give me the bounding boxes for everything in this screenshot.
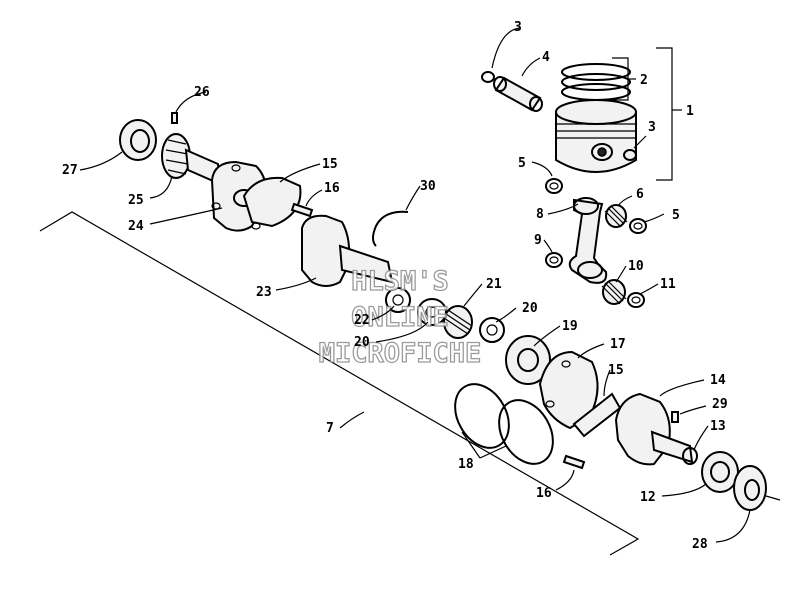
callout-leaders [79,27,751,543]
needle-bearing-small-end [604,204,628,228]
key-pin-26 [171,112,178,124]
crank-center-journal [301,214,394,287]
callout-5-right: 5 [672,208,680,223]
piston [555,99,637,173]
thrust-washer-20-right [479,317,505,343]
callout-29: 29 [712,397,728,412]
thrust-washer-small-end-left [545,178,563,194]
piston-ring-set [561,63,631,101]
callout-2: 2 [640,73,648,88]
callout-17: 17 [610,337,626,352]
callout-23: 23 [256,285,272,300]
oil-seal-left [119,119,157,161]
crankshaft-assembly-bracket [39,211,640,556]
crank-bolt-upper [290,202,314,218]
crank-seal-ring-18a [454,383,510,449]
callout-20-right: 20 [522,301,538,316]
callout-12: 12 [640,490,656,505]
callout-8: 8 [536,207,544,222]
needle-bearing-big-end [601,279,627,305]
callout-1: 1 [686,104,694,119]
callout-19: 19 [562,319,578,334]
callout-21: 21 [486,277,502,292]
callout-26: 26 [194,85,210,100]
callout-16-upper: 16 [324,181,340,196]
thrust-washer-small-end-right [629,218,647,234]
wrist-pin-circlip-lower [623,149,637,161]
callout-5-left: 5 [518,156,526,171]
callout-25: 25 [128,193,144,208]
callout-30: 30 [420,179,436,194]
needle-bearing-21 [443,305,473,339]
thrust-washer-22 [385,287,411,313]
callout-24: 24 [128,219,144,234]
callout-6: 6 [636,187,644,202]
callout-14: 14 [710,373,726,388]
wrist-pin [493,76,543,112]
wrist-pin-circlip-upper [481,71,495,83]
key-pin-29 [671,411,679,423]
callout-13: 13 [710,419,726,434]
callout-22: 22 [354,313,370,328]
callout-15-right: 15 [608,363,624,378]
watermark: HLSM'S ONLINE MICROFICHE [318,265,482,369]
crank-bolt-lower [562,454,586,470]
connecting-rod [568,197,608,284]
thrust-washer-big-end-right [627,292,645,308]
watermark-line-3: MICROFICHE [319,338,482,369]
callout-labels: 1 2 3 3 4 5 5 6 7 8 9 10 11 12 13 14 15 … [62,20,728,552]
callout-3-top: 3 [514,20,522,35]
callout-9: 9 [534,233,542,248]
crank-shaft-right [614,392,694,466]
circlip-30 [372,210,409,247]
piston-assembly-bracket [656,47,682,181]
o-ring-13 [682,447,698,465]
oil-seal-right [733,465,767,511]
watermark-line-1: HLSM'S [351,266,449,297]
callout-7: 7 [326,421,334,436]
callout-27: 27 [62,163,78,178]
callout-28: 28 [692,537,708,552]
thrust-washer-left-crank [242,176,302,228]
callout-3-right: 3 [648,120,656,135]
thrust-washer-big-end-left [545,252,563,268]
callout-11: 11 [660,277,676,292]
callout-15-left: 15 [322,157,338,172]
watermark-line-2: ONLINE [351,302,449,333]
callout-18: 18 [458,457,474,472]
ball-bearing-right [701,451,739,493]
bearing-19 [505,335,551,385]
shaft-centerline-right [765,495,781,501]
callout-10: 10 [628,259,644,274]
crank-seal-ring-18b [498,399,554,465]
callout-16-lower: 16 [536,486,552,501]
callout-20-left: 20 [354,335,370,350]
callout-4: 4 [542,50,550,65]
